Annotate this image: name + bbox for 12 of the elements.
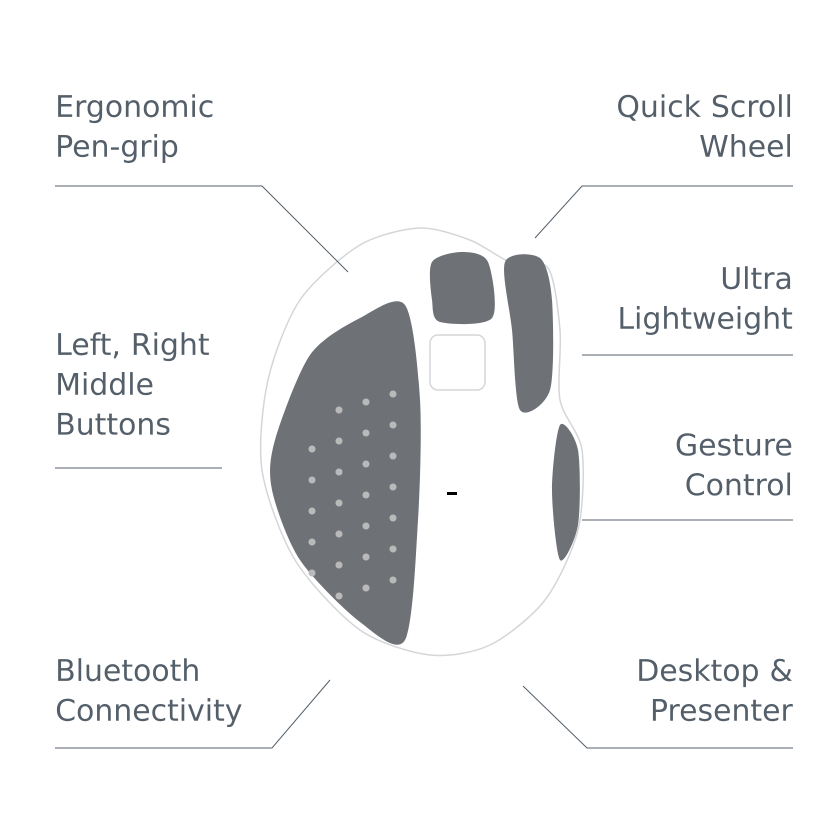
leader-line [54, 186, 348, 272]
leader-line [54, 680, 330, 748]
leader-line [522, 686, 794, 748]
feature-label: Ergonomic Pen-grip [58, 94, 212, 163]
leader-line [534, 186, 794, 238]
feature-label: Gesture Control [676, 433, 792, 496]
feature-label: Left, Right Middle Buttons [58, 332, 209, 436]
mouse-drawing [260, 227, 584, 656]
feature-label: Bluetooth Connectivity [56, 658, 242, 727]
feature-label: Quick Scroll Wheel [618, 94, 790, 158]
feature-label: Ultra Lightweight [620, 266, 792, 335]
feature-label: Desktop & Presenter [639, 658, 793, 722]
